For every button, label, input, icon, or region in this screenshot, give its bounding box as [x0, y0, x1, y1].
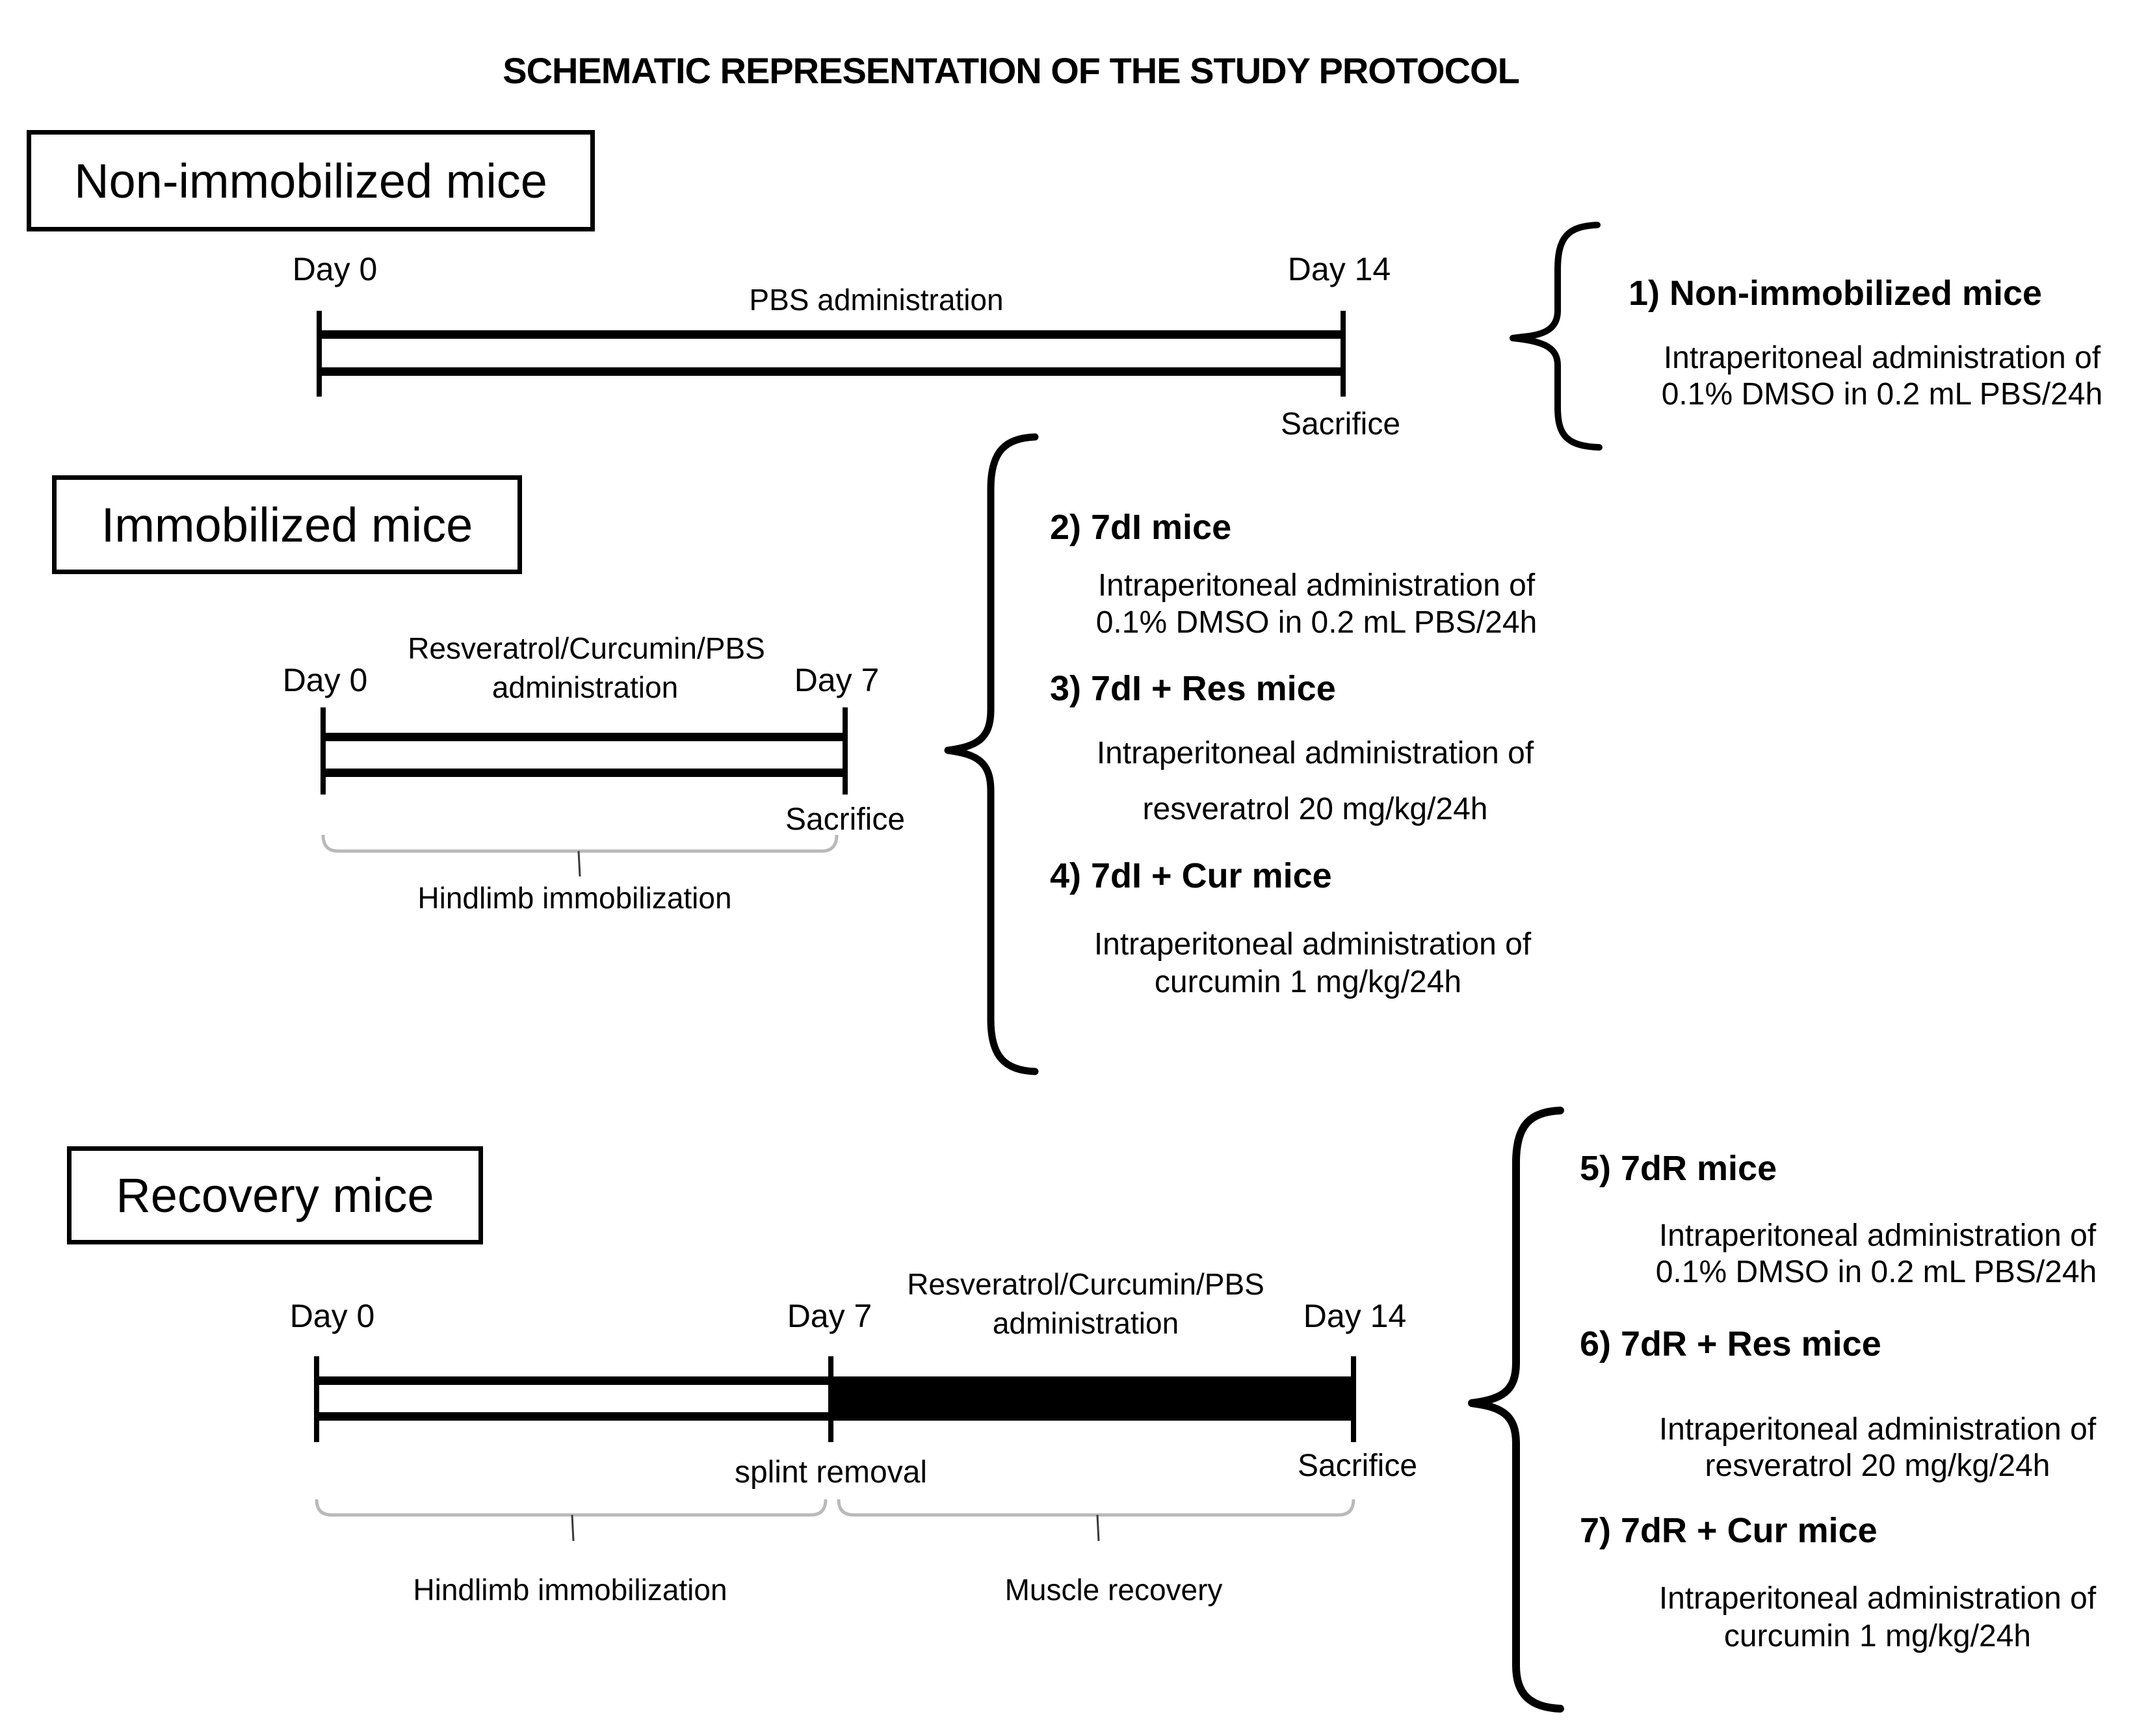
group-4-heading: 4) 7dI + Cur mice — [1050, 856, 1332, 895]
timeline3-end-tick — [1351, 1356, 1356, 1442]
brace-groups-5-7 — [1468, 1107, 1564, 1713]
brace-groups-2-4 — [944, 433, 1039, 1075]
timeline1-start-tick — [317, 311, 322, 397]
section-box-non-immobilized-label: Non-immobilized mice — [74, 153, 547, 208]
section-box-non-immobilized: Non-immobilized mice — [27, 130, 595, 231]
group-4-line2: curcumin 1 mg/kg/24h — [1154, 965, 1462, 999]
timeline3-day-mid-label: Day 7 — [787, 1298, 872, 1334]
group-6-heading: 6) 7dR + Res mice — [1580, 1324, 1881, 1363]
group-7-line1: Intraperitoneal administration of — [1658, 1581, 2097, 1616]
group-4-line1: Intraperitoneal administration of — [1093, 927, 1532, 962]
section-box-recovery-label: Recovery mice — [116, 1168, 434, 1222]
timeline1-sacrifice-label: Sacrifice — [1280, 407, 1401, 441]
timeline3-bracket-label-left: Hindlimb immobilization — [413, 1573, 727, 1607]
timeline3-mid-tick — [828, 1356, 833, 1442]
figure-title: SCHEMATIC REPRESENTATION OF THE STUDY PR… — [503, 50, 1520, 91]
group-1-line2: 0.1% DMSO in 0.2 mL PBS/24h — [1661, 377, 2103, 412]
timeline2-admin-label-line2: administration — [491, 670, 679, 704]
bracket-hindlimb-immobilized — [321, 834, 839, 853]
group-3-line2: resveratrol 20 mg/kg/24h — [1142, 792, 1488, 826]
group-3-heading: 3) 7dI + Res mice — [1050, 669, 1336, 708]
timeline2-start-tick — [321, 707, 326, 795]
group-5-line1: Intraperitoneal administration of — [1658, 1218, 2097, 1253]
group-1-heading: 1) Non-immobilized mice — [1629, 274, 2043, 313]
timeline3-day-start-label: Day 0 — [289, 1298, 375, 1334]
timeline1-admin-label: PBS administration — [749, 283, 1004, 317]
timeline3-day-end-label: Day 14 — [1303, 1298, 1407, 1334]
timeline2-day-start-label: Day 0 — [282, 662, 368, 698]
timeline2-end-tick — [843, 707, 848, 795]
timeline2-bracket-label: Hindlimb immobilization — [417, 881, 732, 915]
timeline3-bar-immobilization — [316, 1376, 833, 1421]
section-box-immobilized-label: Immobilized mice — [101, 497, 473, 552]
brace-group-1 — [1510, 222, 1603, 451]
group-6-line2: resveratrol 20 mg/kg/24h — [1705, 1449, 2050, 1483]
group-2-heading: 2) 7dI mice — [1050, 508, 1232, 547]
timeline3-bar-recovery — [833, 1376, 1355, 1421]
timeline3-start-tick — [314, 1356, 319, 1442]
group-7-heading: 7) 7dR + Cur mice — [1580, 1511, 1878, 1550]
bracket-hindlimb-recovery-pointer — [571, 1514, 575, 1542]
timeline2-admin-label-line1: Resveratrol/Curcumin/PBS — [408, 631, 765, 665]
timeline3-splint-removal-label: splint removal — [734, 1455, 928, 1490]
group-5-line2: 0.1% DMSO in 0.2 mL PBS/24h — [1655, 1255, 2097, 1289]
timeline2-day-end-label: Day 7 — [794, 662, 880, 698]
group-2-line1: Intraperitoneal administration of — [1097, 568, 1536, 603]
timeline3-admin-label-line1: Resveratrol/Curcumin/PBS — [907, 1267, 1264, 1301]
timeline1-bar — [319, 330, 1346, 376]
timeline3-admin-label-line2: administration — [992, 1306, 1179, 1340]
bracket-hindlimb-recovery — [315, 1499, 828, 1517]
timeline2-bar — [322, 733, 846, 777]
group-5-heading: 5) 7dR mice — [1580, 1149, 1777, 1188]
timeline1-end-tick — [1341, 311, 1346, 397]
timeline1-day-start-label: Day 0 — [292, 251, 378, 287]
group-7-line2: curcumin 1 mg/kg/24h — [1723, 1619, 2032, 1653]
bracket-hindlimb-immobilized-pointer — [577, 850, 581, 877]
timeline2-sacrifice-label: Sacrifice — [785, 802, 906, 837]
section-box-recovery: Recovery mice — [67, 1146, 483, 1244]
timeline3-sacrifice-label: Sacrifice — [1297, 1449, 1418, 1483]
bracket-muscle-recovery — [837, 1499, 1355, 1517]
group-2-line2: 0.1% DMSO in 0.2 mL PBS/24h — [1095, 605, 1538, 640]
timeline3-bracket-label-right: Muscle recovery — [1004, 1573, 1223, 1607]
bracket-muscle-recovery-pointer — [1096, 1514, 1100, 1542]
group-1-line1: Intraperitoneal administration of — [1663, 341, 2101, 375]
section-box-immobilized: Immobilized mice — [52, 475, 522, 574]
group-3-line1: Intraperitoneal administration of — [1096, 736, 1534, 770]
group-6-line1: Intraperitoneal administration of — [1658, 1412, 2097, 1447]
timeline1-day-end-label: Day 14 — [1287, 251, 1391, 287]
